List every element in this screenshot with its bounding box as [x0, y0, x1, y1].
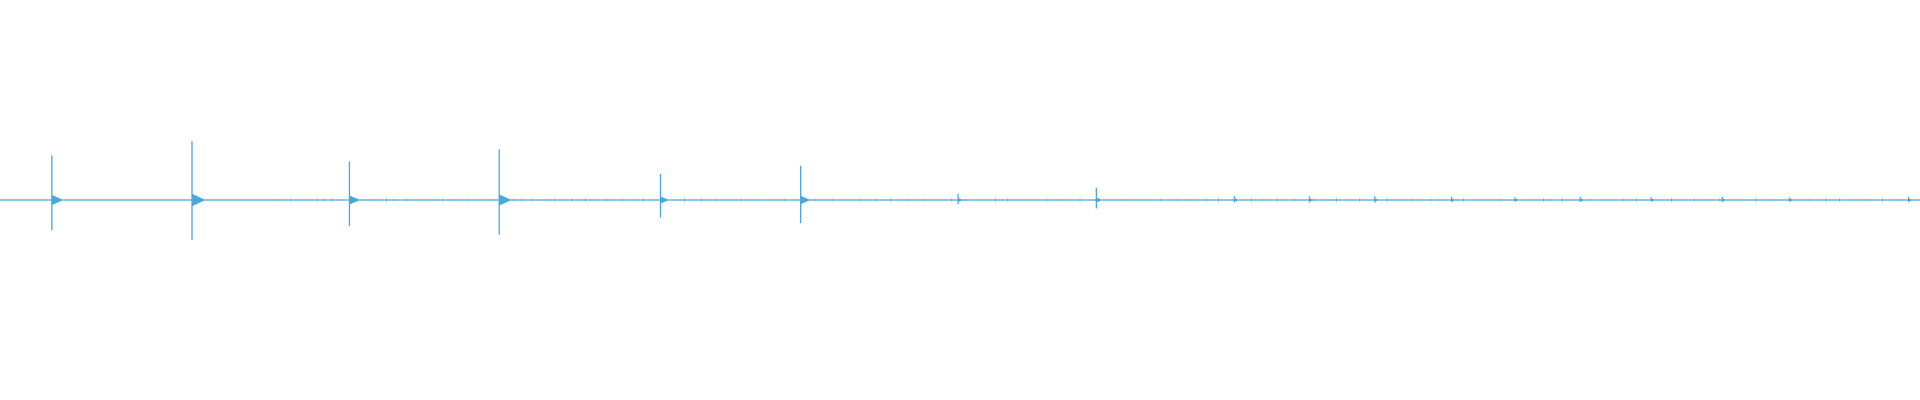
waveform-peak: [1514, 197, 1520, 202]
waveform-peak: [1650, 197, 1656, 202]
waveform-decay: [1789, 198, 1794, 202]
waveform-decay: [1309, 198, 1315, 202]
waveform-peak: [1788, 197, 1794, 202]
waveform-decay: [1451, 198, 1457, 202]
waveform-decay: [1580, 198, 1585, 202]
waveform-decay: [51, 194, 64, 206]
waveform-peak: [659, 173, 669, 218]
waveform-decay: [349, 195, 360, 205]
waveform-decay: [660, 196, 669, 204]
waveform-peak: [1374, 196, 1380, 203]
waveform-peak: [957, 193, 964, 205]
waveform-decay: [1651, 198, 1656, 202]
waveform-peak: [1579, 196, 1585, 203]
waveform-peak: [498, 149, 512, 235]
waveform-peak: [1907, 196, 1913, 203]
waveform-peak: [1308, 196, 1315, 203]
waveform-peak: [799, 165, 811, 224]
waveform-decay: [1374, 198, 1380, 202]
waveform-peak: [1450, 196, 1457, 203]
waveform-peak: [191, 141, 206, 241]
waveform-decay: [1234, 198, 1240, 202]
waveform-peak: [51, 155, 64, 231]
waveform-decay: [192, 193, 206, 207]
waveform-decay: [499, 194, 512, 206]
waveform-peak: [1095, 187, 1103, 209]
waveform-decay: [1722, 198, 1727, 202]
waveform-decay: [958, 198, 964, 202]
waveform-peak: [1233, 196, 1240, 203]
waveform-peaks-group: [51, 141, 1913, 241]
waveform-decay: [1908, 198, 1913, 202]
waveform-decay: [1514, 198, 1520, 202]
waveform-decay: [800, 195, 811, 205]
waveform-peak: [348, 161, 360, 227]
waveform-peak: [1721, 196, 1727, 203]
waveform-decay: [1096, 197, 1103, 203]
